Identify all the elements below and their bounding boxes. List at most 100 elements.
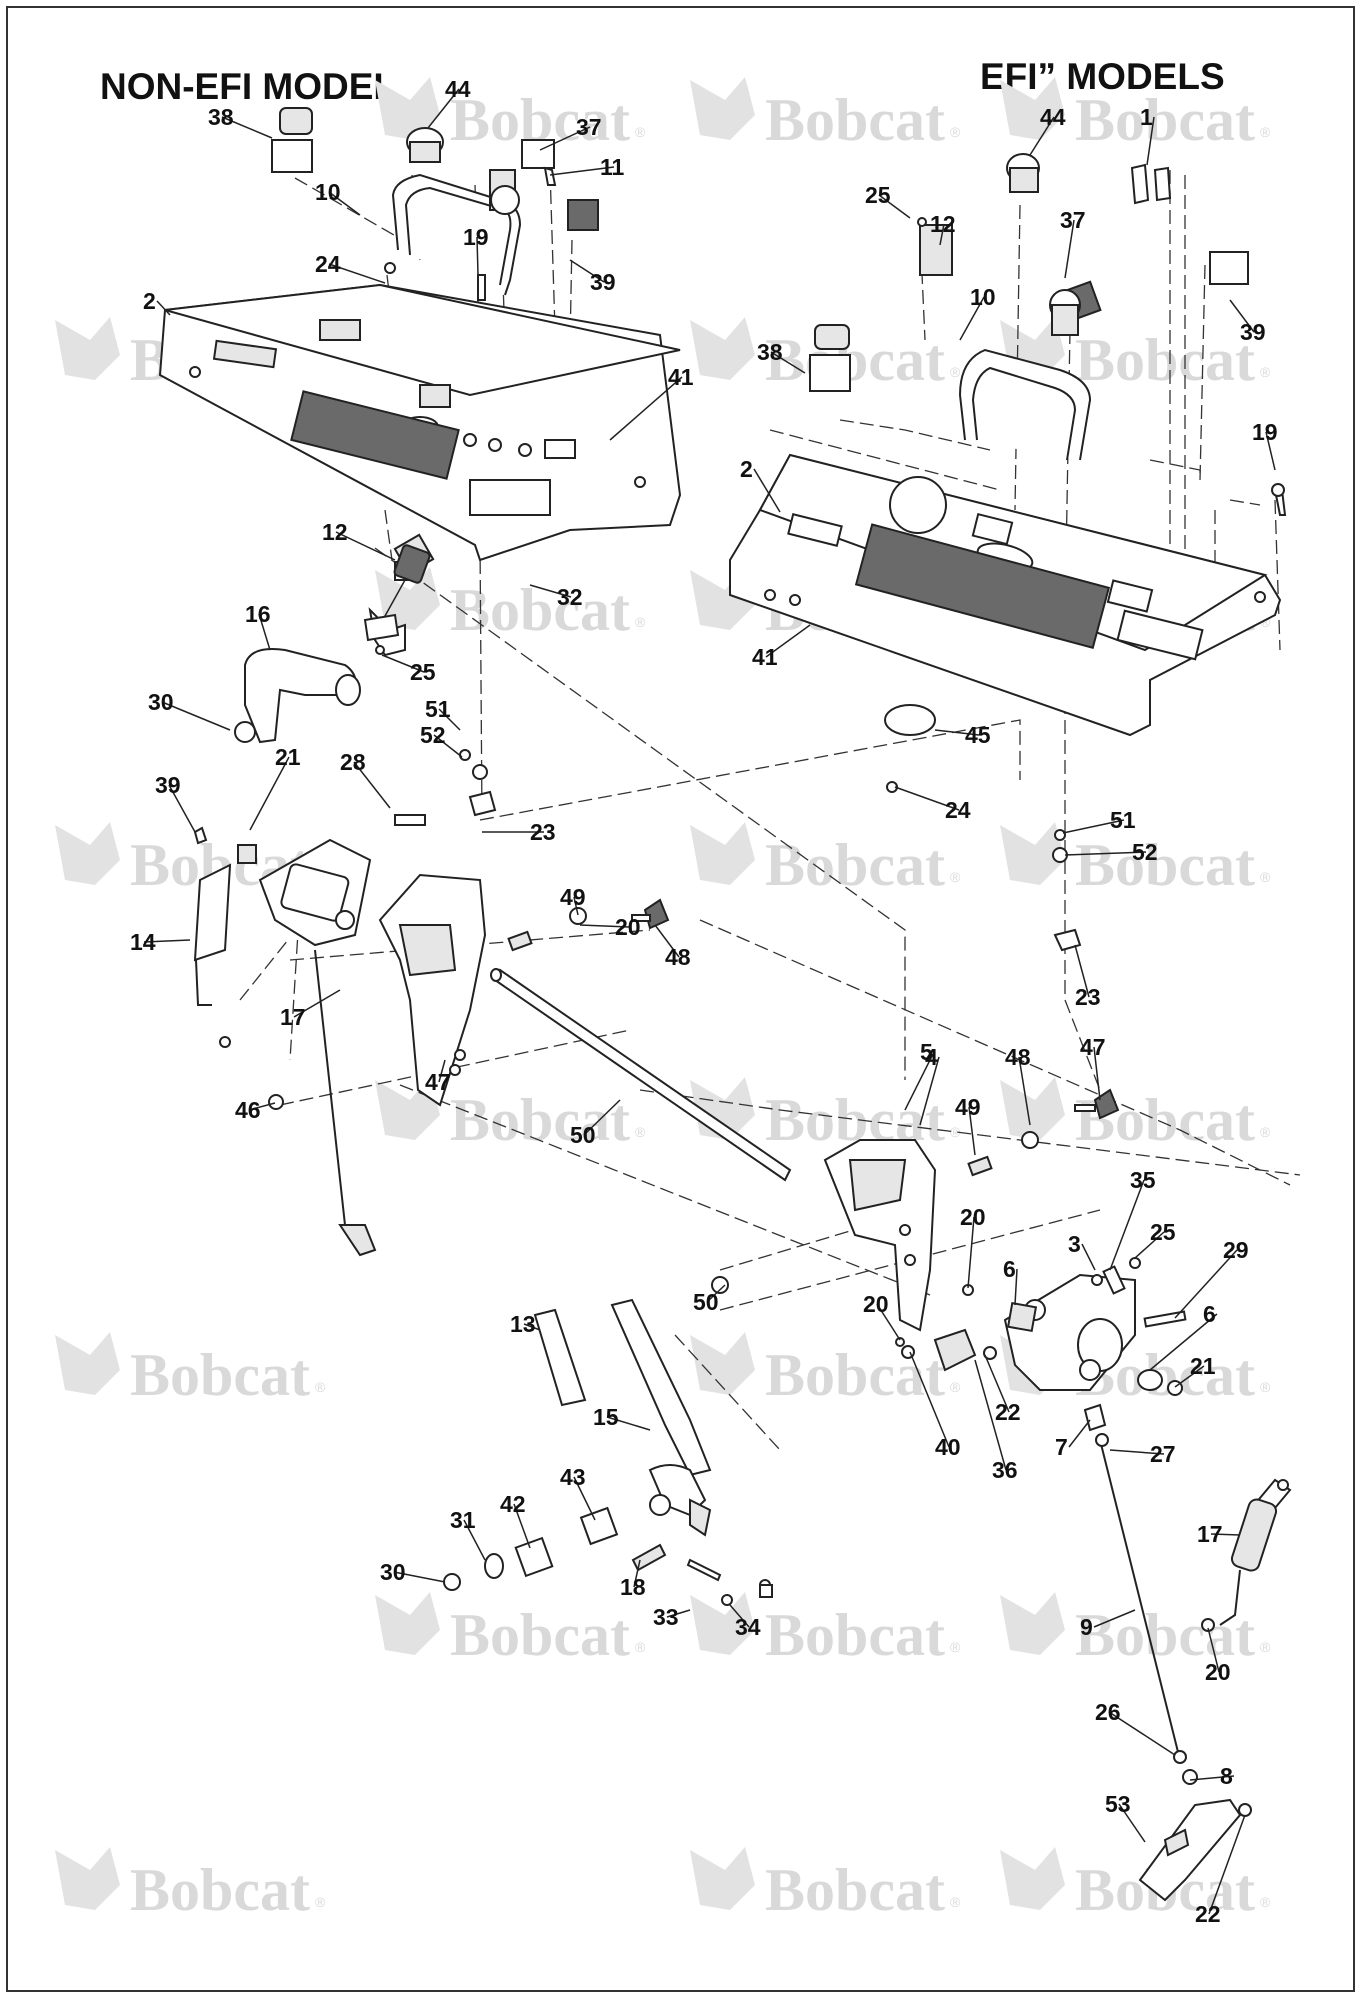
leader-line <box>529 584 572 598</box>
bobcat-watermark: Bobcat® <box>55 1332 326 1408</box>
watermark-registered-mark: ® <box>950 364 961 380</box>
leader-line <box>1134 1231 1165 1259</box>
bobcat-logo-icon <box>690 1847 755 1910</box>
part-callout-42: 42 <box>500 1491 526 1517</box>
part-callout-38: 38 <box>757 339 783 365</box>
part-callout-37: 37 <box>576 114 602 140</box>
leader-line <box>523 1323 541 1331</box>
part-callout-33: 33 <box>653 1604 679 1630</box>
watermark-text: Bobcat <box>450 1602 630 1668</box>
leader-line <box>438 708 461 731</box>
leader-line <box>706 1284 726 1303</box>
leader-line <box>1229 299 1255 333</box>
leader-line <box>1074 944 1090 998</box>
leader-line <box>1149 1313 1218 1371</box>
part-callout-47: 47 <box>1080 1034 1106 1060</box>
part-callout-21: 21 <box>275 744 301 770</box>
leader-line <box>904 1051 935 1111</box>
pedal-16 <box>234 648 361 744</box>
leader-line <box>1062 819 1125 834</box>
part-callout-31: 31 <box>450 1507 476 1533</box>
part-callout-2: 2 <box>740 456 753 482</box>
part-callout-24: 24 <box>315 251 341 277</box>
efi-dash-panel <box>729 453 1282 737</box>
part-callout-45: 45 <box>965 722 991 748</box>
leader-line <box>249 756 290 831</box>
leader-line <box>1068 1419 1091 1448</box>
leader-line <box>1014 1268 1018 1306</box>
efi-models-title: EFI” MODELS <box>980 56 1225 97</box>
part-callout-12: 12 <box>930 211 956 237</box>
bobcat-watermark: Bobcat® <box>375 1592 646 1668</box>
part-callout-39: 39 <box>155 772 181 798</box>
efi-hardware <box>459 704 1082 952</box>
part-callout-22: 22 <box>1195 1901 1221 1927</box>
part-callout-43: 43 <box>560 1464 586 1490</box>
bobcat-logo-icon <box>690 317 755 380</box>
part-callout-30: 30 <box>380 1559 406 1585</box>
watermark-text: Bobcat <box>765 832 945 898</box>
part-callout-21: 21 <box>1190 1353 1216 1379</box>
leader-line <box>934 729 980 736</box>
bobcat-watermark: Bobcat® <box>1000 1077 1271 1153</box>
part-callout-36: 36 <box>992 1457 1018 1483</box>
bobcat-watermark: Bobcat ® <box>690 822 961 898</box>
leader-line <box>1208 1814 1246 1915</box>
bobcat-watermark: Bobcat® <box>690 77 961 153</box>
part-callout-26: 26 <box>1095 1699 1121 1725</box>
watermark-registered-mark: ® <box>1260 614 1271 630</box>
bobcat-logo-icon <box>690 822 755 885</box>
part-callout-13: 13 <box>510 1311 536 1337</box>
bobcat-logo-icon <box>1000 1077 1065 1140</box>
leader-line <box>573 896 579 916</box>
watermark-registered-mark: ® <box>950 869 961 885</box>
bobcat-watermark: Bobcat ® <box>690 1332 961 1408</box>
leader-line <box>438 1059 446 1083</box>
leader-line <box>539 126 591 151</box>
bobcat-watermark: Bobcat® <box>690 1847 961 1923</box>
leader-line <box>654 924 680 958</box>
part-callout-2: 2 <box>143 288 156 314</box>
part-callout-48: 48 <box>1005 1044 1031 1070</box>
part-callout-51: 51 <box>1110 807 1136 833</box>
leader-line <box>427 88 460 129</box>
part-callout-39: 39 <box>1240 319 1266 345</box>
watermark-text: Bobcat <box>765 1342 945 1408</box>
bobcat-watermark: Bobcat® <box>1000 822 1271 898</box>
watermark-text: Bobcat <box>450 577 630 643</box>
bobcat-watermark: Bobcat® <box>55 1847 326 1923</box>
leader-line <box>1174 1249 1238 1319</box>
non-efi-dash-panel <box>158 283 682 562</box>
shaft-4 <box>490 968 792 1182</box>
leader-line <box>463 1519 486 1561</box>
part-callout-38: 38 <box>208 104 234 130</box>
leader-line <box>876 1303 901 1341</box>
leader-line <box>753 468 781 513</box>
right-mechanism <box>895 1257 1187 1432</box>
non-efi-model-title: NON-EFI MODEL <box>100 66 396 107</box>
bobcat-logo-icon <box>375 1592 440 1655</box>
bobcat-logo-icon <box>375 77 440 140</box>
leader-line <box>909 1351 950 1448</box>
part-callout-6: 6 <box>1203 1301 1216 1327</box>
spring-group-right <box>711 1088 1120 1294</box>
part-callout-20: 20 <box>1205 1659 1231 1685</box>
part-callout-19: 19 <box>1252 419 1278 445</box>
part-callout-25: 25 <box>410 659 436 685</box>
watermark-registered-mark: ® <box>950 1379 961 1395</box>
part-callout-17: 17 <box>1197 1521 1223 1547</box>
watermark-text: Bobcat <box>1075 832 1255 898</box>
leader-line <box>606 1416 651 1431</box>
leader-line <box>1081 1243 1096 1271</box>
part-callout-25: 25 <box>865 182 891 208</box>
part-callout-10: 10 <box>970 284 996 310</box>
bobcat-logo-icon <box>1000 822 1065 885</box>
part-callout-52: 52 <box>1132 839 1158 865</box>
leader-line <box>221 116 273 139</box>
part-callout-51: 51 <box>425 696 451 722</box>
part-callout-9: 9 <box>1080 1614 1093 1640</box>
bobcat-watermark: Bobcat ® <box>690 317 961 393</box>
watermark-text: Bobcat <box>765 327 945 393</box>
